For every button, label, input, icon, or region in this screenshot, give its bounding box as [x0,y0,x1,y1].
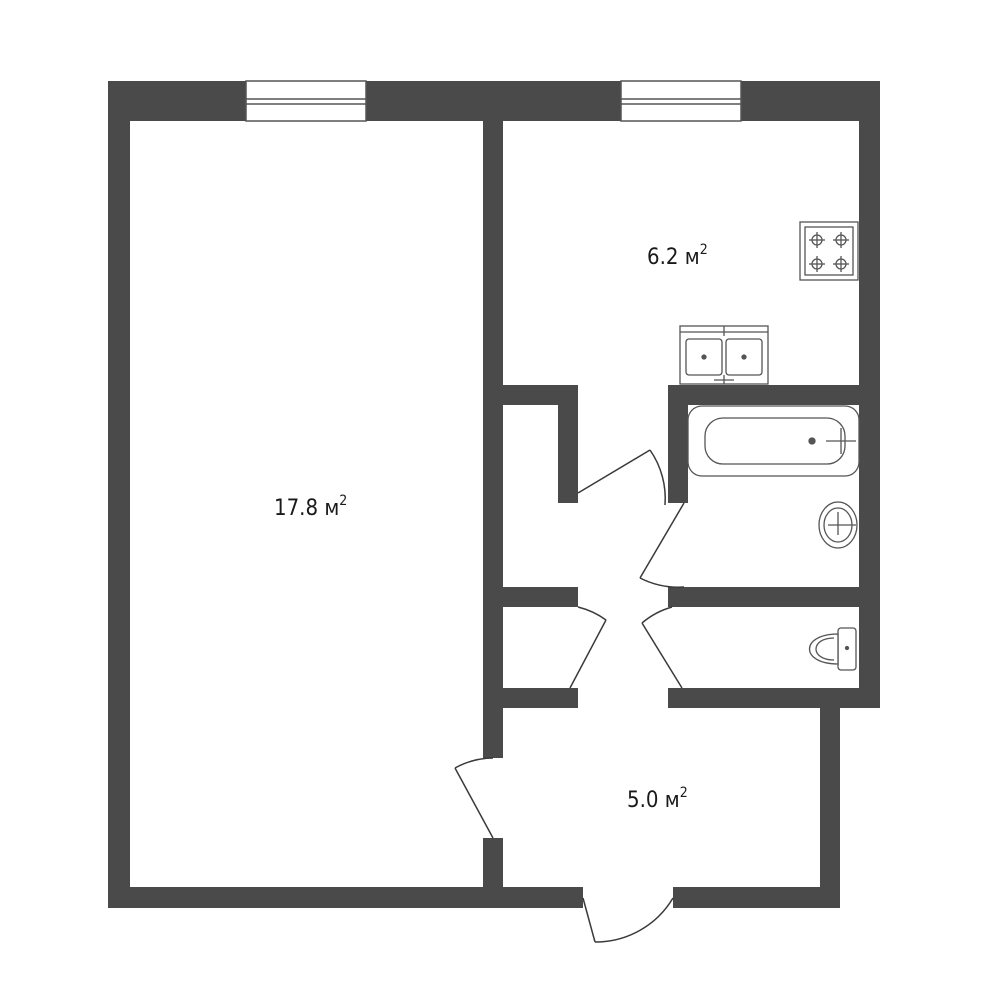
corridor-lower-floor [578,587,668,708]
kitchen-area-label: 6.2 м2 [647,242,708,270]
washbasin-icon [818,501,858,549]
wall-kitchen-bath [668,385,879,405]
opening-living [483,758,503,838]
opening-entrance [583,887,673,908]
wall-bath-toilet [668,587,879,607]
opening-toilet [668,607,688,688]
living-room-area-value: 17.8 м [274,496,339,521]
closet-floor [503,405,558,587]
living-room-area-label: 17.8 м2 [274,493,347,521]
opening-kitchen-corridor [578,385,668,405]
hallway-floor [503,708,820,887]
door-openings [483,385,688,908]
door-pantry [569,606,607,689]
double-sink-icon [679,325,769,385]
door-toilet [641,606,683,689]
living-room-area-sup: 2 [339,493,347,509]
bathtub-icon [687,405,860,477]
doors [454,449,685,943]
window-kitchen [620,80,742,122]
wall-hall-bottom-left [503,887,583,908]
kitchen-area-sup: 2 [700,242,708,258]
toilet-icon [809,627,857,671]
opening-closet [558,503,578,587]
wall-toilet-hall [668,688,840,708]
wall-living-hall-top [483,708,503,758]
living-room-floor [130,121,483,887]
wall-hall-bottom-right [673,887,840,908]
windows [245,80,742,122]
wall-living-hall-bottom [483,838,503,908]
hallway-area-sup: 2 [680,785,688,801]
wall-closet-right [558,385,578,503]
window-living-room [245,80,367,122]
door-entrance [582,897,674,943]
wall-bath-left [668,385,688,503]
stove-icon [799,221,859,281]
opening-bathroom [668,503,688,587]
hallway-area-label: 5.0 м2 [627,785,688,813]
wall-pantry-hall [483,688,578,708]
room-labels: 17.8 м2 6.2 м2 5.0 м2 [274,242,708,813]
door-closet [577,449,666,506]
wall-kitchen-closet [483,385,578,405]
kitchen-area-value: 6.2 м [647,245,700,270]
door-bathroom [639,502,685,588]
hallway-area-value: 5.0 м [627,788,680,813]
wall-closet-pantry [483,587,578,607]
door-living-room [454,757,494,839]
internal-walls [483,385,879,908]
opening-pantry [558,607,578,688]
